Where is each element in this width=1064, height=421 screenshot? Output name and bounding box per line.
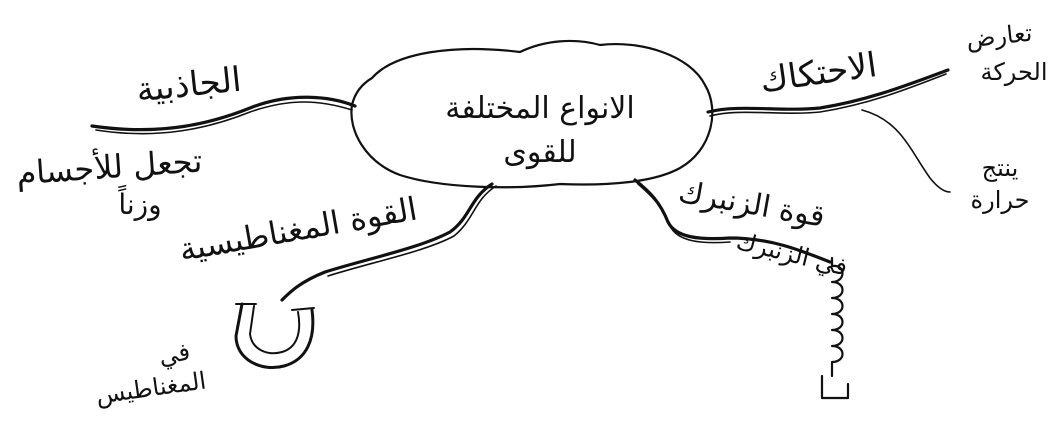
branch-friction-detail-top-line1: تعارض [965,19,1034,54]
branch-spring-label: قوة الزنبرك [676,175,828,235]
center-title-line2: للقوى [503,135,576,170]
branch-friction-label: الاحتكاك [758,45,880,101]
branch-gravity-detail-line2: وزناً [118,184,161,221]
branch-spring-detail: في الزنبرك [734,227,851,282]
branch-friction-line [706,68,950,114]
branch-friction-heat-line [861,109,951,193]
branch-gravity-shade [95,101,353,135]
spring-coil-base [820,374,850,400]
spring-coil-icon [830,256,844,378]
horseshoe-magnet-icon [234,302,315,369]
branch-gravity-detail-line1: تجعل للأجسام [15,141,203,193]
branch-friction-detail-bottom-line2: حرارة [971,186,1030,214]
branch-magnetic-detail-line2: المغناطيس [94,366,208,409]
branch-gravity-line [90,95,357,132]
branch-friction-detail-top-line2: الحركة [980,58,1047,86]
center-title-line1: الانواع المختلفة [445,91,635,126]
branch-magnetic-shade [327,185,497,277]
center-bubble [350,39,714,189]
branch-magnetic-detail-line1: في [156,337,193,371]
branch-gravity-label: الجاذبية [134,60,243,111]
branch-magnetic-line [280,182,494,302]
branch-friction-detail-bottom-line1: ينتج [982,154,1019,182]
horseshoe-magnet-inner [249,305,301,355]
horseshoe-magnet-tips [235,303,315,311]
branch-friction-shade [709,73,947,117]
branch-spring-shade [637,183,731,244]
